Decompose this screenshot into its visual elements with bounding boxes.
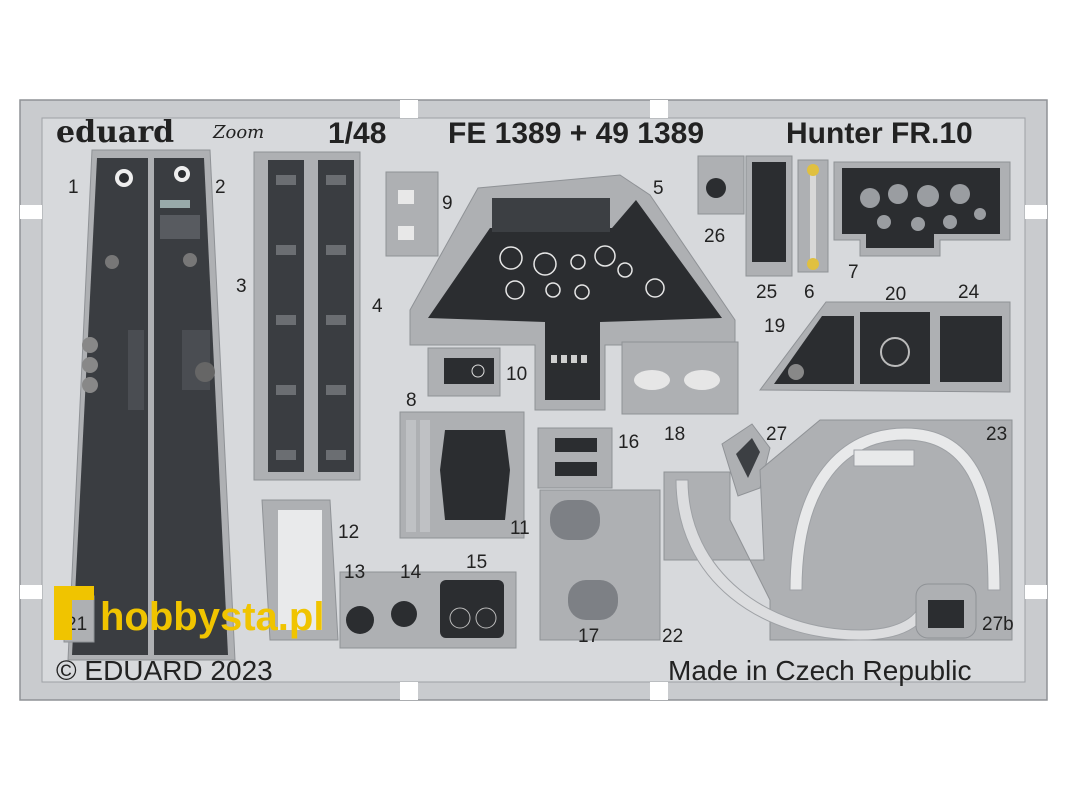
copyright-text: © EDUARD 2023 [56,655,273,686]
part-label-9: 9 [442,193,453,214]
part-label-27: 27 [766,424,787,445]
part-6 [797,159,829,273]
part-label-23: 23 [986,424,1007,445]
part-16-17 [537,427,661,641]
part-label-14: 14 [400,562,422,583]
part-10 [427,347,501,397]
part-label-15: 15 [466,552,487,573]
part-label-1: 1 [68,177,79,198]
part-label-18: 18 [664,424,685,445]
part-label-26: 26 [704,226,725,247]
part-label-2: 2 [215,177,226,198]
scale-label: 1/48 [328,117,386,150]
part-label-4: 4 [372,296,383,317]
part-label-6: 6 [804,282,815,303]
watermark-text: hobbysta.pl [100,595,324,639]
part-label-13: 13 [344,562,365,583]
part-label-3: 3 [236,276,247,297]
part-label-8: 8 [406,390,417,411]
zoom-logo: Zoom [212,122,264,143]
part-7-panel [833,161,1011,257]
part-label-20: 20 [885,284,906,305]
part-3-4-straps [253,151,361,481]
part-label-17: 17 [578,626,599,647]
part-label-10: 10 [506,364,527,385]
part-19-20-24 [759,301,1011,393]
part-18 [621,341,739,415]
part-label-11: 11 [510,518,530,539]
part-label-12: 12 [338,522,359,543]
part-5-instrument-panel [409,174,736,411]
part-25-26 [697,155,793,277]
product-code: FE 1389 + 49 1389 [448,117,704,150]
part-12 [261,499,339,641]
part-label-16: 16 [618,432,639,453]
part-label-5: 5 [653,178,664,199]
part-label-7: 7 [848,262,859,283]
watermark: hobbysta.pl [54,586,324,640]
part-label-24: 24 [958,282,980,303]
origin-text: Made in Czech Republic [668,655,972,686]
part-label-19: 19 [764,316,785,337]
brand-logo: eduard [56,115,174,150]
part-label-22: 22 [662,626,683,647]
part-1-2-consoles [67,149,236,661]
watermark-bracket-top [54,586,94,600]
part-13-14-15 [339,571,517,649]
model-name: Hunter FR.10 [786,117,973,150]
part-label-27b: 27b [982,614,1014,635]
part-label-25: 25 [756,282,777,303]
part-8-11 [399,411,525,539]
part-27 [721,423,771,497]
part-27b [915,583,977,639]
part-9 [385,171,439,257]
